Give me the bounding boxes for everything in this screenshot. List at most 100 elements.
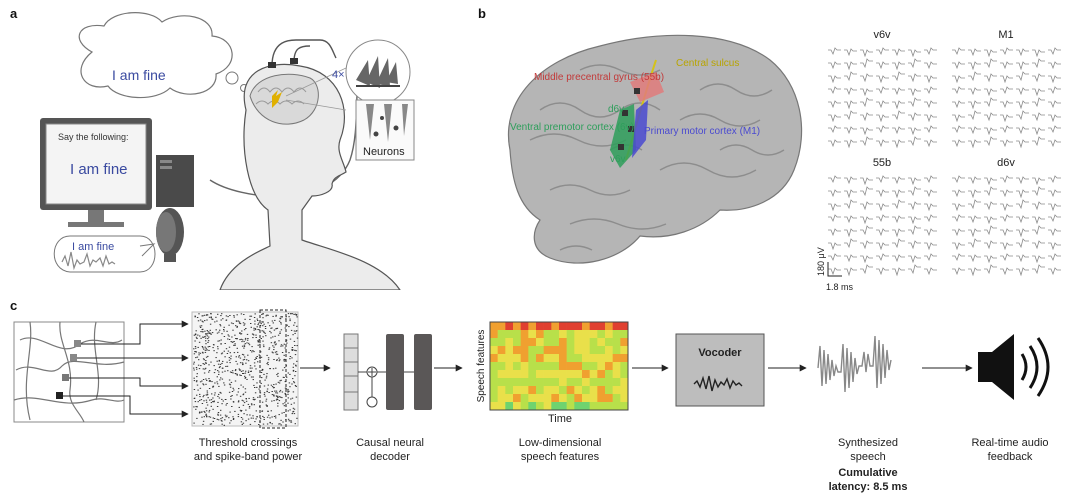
raster-dot [206,333,209,335]
raster-dot [225,416,227,418]
raster-dot [233,389,235,391]
heatmap-cell [566,378,575,387]
raster-dot [221,313,223,315]
raster-dot [228,417,230,419]
waveform-trace [828,253,841,262]
heatmap-cell [574,362,583,371]
heatmap-cell [505,330,514,339]
raster-dot [244,343,246,345]
raster-dot [204,368,206,370]
raster-dot [215,329,217,331]
raster-dot [271,391,273,392]
raster-dot [209,332,212,334]
waveform-trace [860,88,873,97]
raster-dot [261,330,263,332]
raster-dot [266,373,268,375]
raster-dot [294,313,297,315]
raster-dot [208,364,210,366]
heatmap-cell [490,322,498,331]
raster-dot [268,414,270,416]
waveform-trace [1000,267,1013,276]
heatmap-cell [605,322,613,331]
raster-dot [289,373,291,375]
waveform-trace [860,255,873,264]
raster-dot [245,328,247,329]
waveform-trace [952,61,965,70]
heatmap-cell [566,354,575,363]
stage3-line2: speech features [520,451,600,463]
raster-dot [280,323,282,325]
waveform-trace [844,126,857,135]
stage1-line1: Threshold crossings [198,437,298,449]
waveform-trace [828,47,841,56]
waveform-trace [892,199,905,210]
raster-dot [221,420,223,422]
raster-dot [199,399,201,401]
raster-dot [212,347,214,349]
raster-dot [263,419,265,420]
vocoder-label: Vocoder [698,347,742,359]
heatmap-cell [620,346,629,355]
raster-dot [247,372,250,373]
raster-dot [213,401,215,403]
heatmap-cell [551,394,560,403]
raster-dot [253,384,255,386]
waveform-trace [984,136,997,147]
raster-dot [230,358,232,360]
raster-dot [289,356,292,357]
heatmap-cell [536,362,544,371]
raster-dot [217,401,219,403]
raster-dot [216,320,218,322]
raster-dot [220,339,222,341]
region-55b-label: Middle precentral gyrus (55b) [534,72,664,83]
raster-dot [206,319,208,321]
raster-dot [227,350,230,352]
raster-dot [287,335,289,337]
raster-dot [232,329,234,331]
heatmap-cell [574,370,583,379]
raster-dot [206,416,208,418]
raster-dot [248,374,251,376]
raster-dot [235,360,237,362]
raster-dot [206,390,208,392]
raster-dot [254,328,257,330]
raster-dot [212,417,214,419]
waveform-trace [1000,189,1013,198]
heatmap-cell [620,354,629,363]
waveform-trace [1016,126,1029,135]
waveform-trace [984,127,997,136]
raster-dot [205,340,207,342]
raster-dot [223,424,225,426]
raster-dot [201,320,203,322]
raster-dot [280,424,282,426]
heatmap-cell [497,370,506,379]
raster-dot [244,372,247,374]
raster-dot [201,329,203,331]
raster-dot [225,319,228,321]
raster-dot [254,359,256,360]
waveform-trace [1016,176,1029,185]
raster-dot [263,393,266,395]
raster-dot [219,366,221,368]
waveform-trace [860,264,873,275]
raster-dot [193,377,195,379]
raster-dot [274,344,277,346]
stage2-caption: Causal neural decoder [330,436,450,464]
raster-dot [272,368,275,370]
raster-dot [263,331,265,333]
raster-dot [234,410,236,412]
raster-dot [202,379,205,380]
waveform-trace [1048,203,1061,212]
raster-dot [211,393,213,395]
heatmap-cell [597,330,606,339]
raster-dot [206,392,209,394]
raster-dot [203,363,206,365]
raster-dot [263,346,265,348]
raster-dot [218,419,220,421]
raster-dot [277,395,279,397]
raster-dot [208,316,211,318]
waveform-trace [1000,139,1013,148]
heatmap-cell [566,362,575,371]
raster-dot [238,400,240,402]
raster-dot [235,369,237,371]
